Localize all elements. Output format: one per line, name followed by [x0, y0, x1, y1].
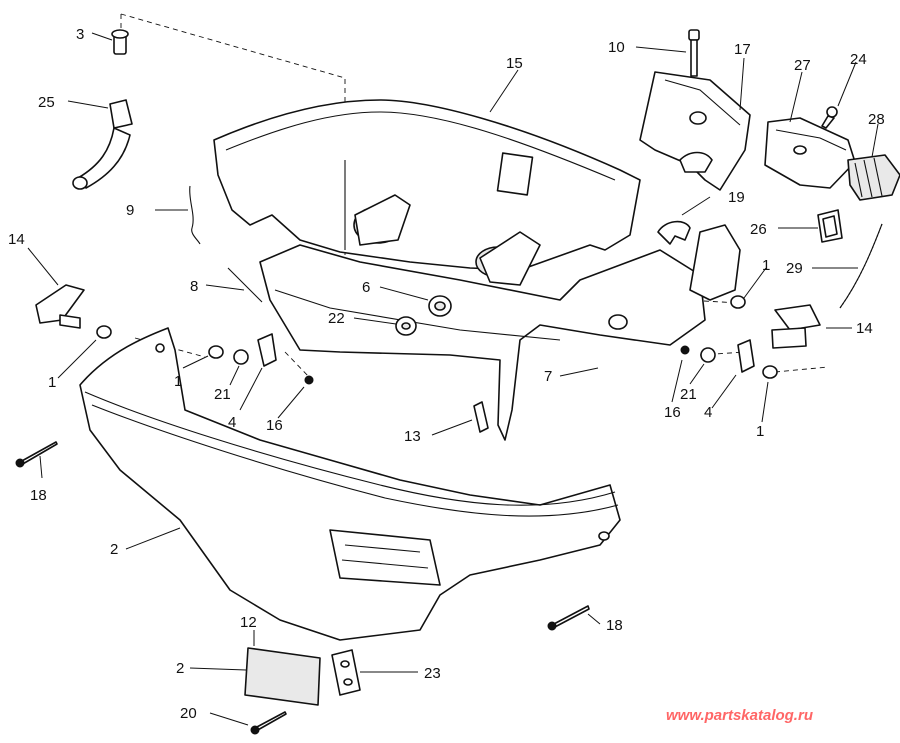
part-8-frame [259, 244, 706, 441]
watermark-text: www.partskatalog.ru [666, 707, 813, 724]
callout-1-top-right: 1 [762, 257, 770, 274]
callout-28: 28 [868, 111, 885, 128]
callout-22: 22 [328, 310, 345, 327]
callout-10: 9 [126, 202, 134, 219]
part-20-screw [250, 711, 287, 735]
callout-19: 19 [728, 189, 745, 206]
callout-1-mid: 1 [174, 373, 182, 390]
callout-15: 15 [506, 55, 523, 72]
right-latch-bracket [689, 224, 741, 301]
callout-18-right: 18 [606, 617, 623, 634]
leader-lines [27, 32, 879, 726]
callout-20: 20 [180, 705, 197, 722]
callout-9: 8 [190, 278, 198, 295]
callout-7: 2 [110, 541, 118, 558]
callout-8: 7 [544, 368, 552, 385]
part-27-intake [764, 117, 856, 189]
part-19-clip [657, 220, 691, 245]
callout-4-right: 4 [704, 404, 712, 421]
callout-11: 10 [608, 39, 625, 56]
callout-1-bottom-right: 1 [756, 423, 764, 440]
part-14-right-latch [771, 304, 821, 349]
part-11-bolt [688, 29, 700, 77]
part-18-screws [15, 441, 590, 631]
callout-6: 6 [362, 279, 370, 296]
part-28-bellows [847, 154, 900, 201]
callout-3: 3 [76, 26, 84, 43]
callout-14-right: 14 [856, 320, 873, 337]
callout-1-left: 1 [48, 374, 56, 391]
callout-25: 25 [38, 94, 55, 111]
callout-17: 17 [734, 41, 751, 58]
callout-14-left: 14 [8, 231, 25, 248]
callout-27: 27 [794, 57, 811, 74]
part-3-screw [111, 29, 129, 55]
callout-29: 29 [786, 260, 803, 277]
callout-16-left: 16 [266, 417, 283, 434]
part-13-grommet [473, 401, 489, 433]
callout-18-left: 18 [30, 487, 47, 504]
callout-labels: 3 25 9 8 15 10 17 27 24 28 19 26 29 14 6… [8, 26, 885, 722]
part-9-wire [227, 267, 263, 303]
part-6-plug [428, 295, 452, 317]
part-29-spring [839, 223, 883, 309]
part-25-hose-clamp [72, 99, 133, 190]
part-23-fitting [331, 649, 361, 696]
part-15-upper-cowl [213, 99, 641, 286]
part-14-left-latch [35, 284, 85, 329]
callout-21-left: 21 [214, 386, 231, 403]
part-16-screws [304, 345, 690, 385]
part-17-bracket [639, 71, 751, 191]
callout-13: 13 [404, 428, 421, 445]
part-10-wire [189, 185, 201, 245]
callout-16-right: 16 [664, 404, 681, 421]
callout-4-left: 4 [228, 414, 236, 431]
part-4-hooks [257, 333, 755, 373]
part-12-plate [244, 647, 321, 706]
callout-number-2: 2 [176, 660, 184, 677]
part-26-gasket [817, 209, 843, 243]
part-22-washer [395, 316, 417, 336]
part-1-bushings [96, 295, 778, 379]
callout-26: 26 [750, 221, 767, 238]
callout-12: 12 [240, 614, 257, 631]
part-24-screw [821, 106, 838, 129]
callout-23: 23 [424, 665, 441, 682]
callout-24: 24 [850, 51, 867, 68]
callout-21-right: 21 [680, 386, 697, 403]
part-21-washers [233, 347, 716, 365]
part-7-lower-cowl [79, 327, 621, 641]
